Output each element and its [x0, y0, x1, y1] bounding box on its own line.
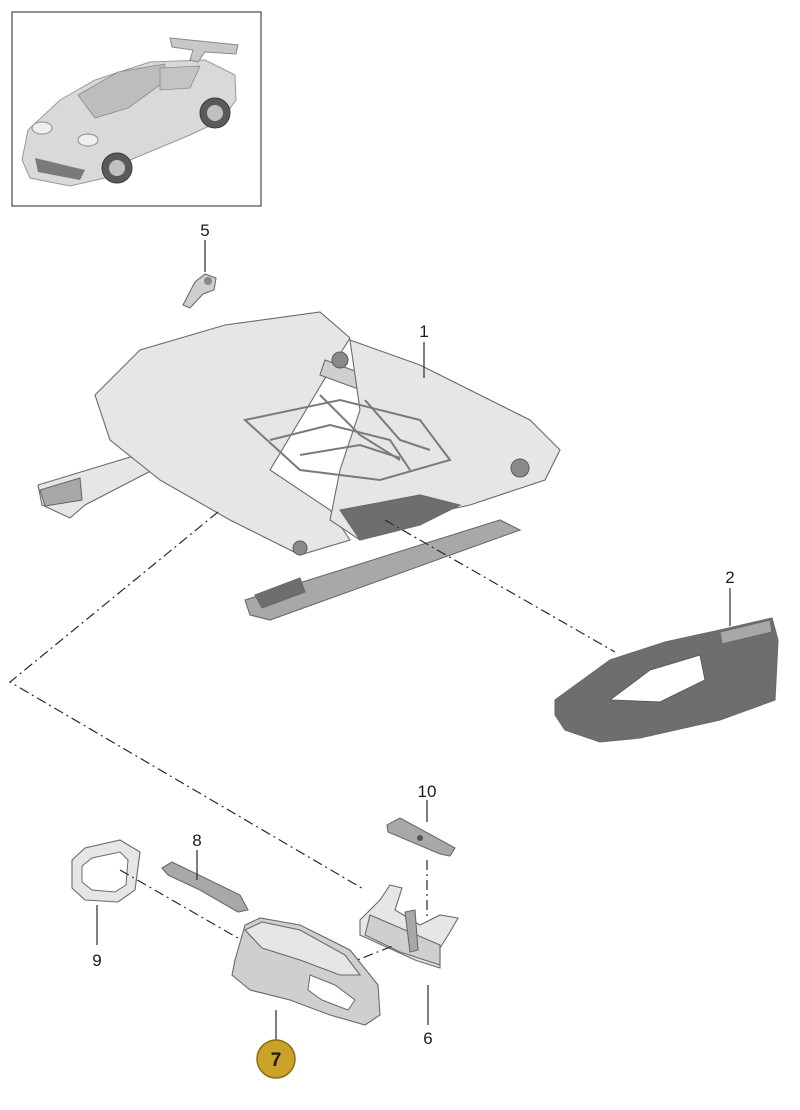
part-5-bracket[interactable] [182, 273, 217, 309]
callout-1[interactable]: 1 [419, 322, 428, 341]
selected-part-marker[interactable]: 7 [256, 1039, 296, 1079]
sports-car-icon [21, 37, 239, 187]
part-10-plate[interactable] [386, 817, 456, 857]
vehicle-thumbnail[interactable] [11, 11, 262, 207]
part-7-cover[interactable] [231, 917, 381, 1026]
part-2-side-trim[interactable] [554, 617, 779, 743]
assembly-line-left [8, 511, 366, 891]
callout-10[interactable]: 10 [418, 782, 437, 801]
callout-6[interactable]: 6 [423, 1029, 432, 1048]
part-9-band[interactable] [71, 839, 141, 903]
part-8-strip[interactable] [161, 861, 249, 913]
assembly-line-right [384, 519, 616, 653]
callout-9[interactable]: 9 [92, 951, 101, 970]
callout-7: 7 [271, 1050, 282, 1071]
callout-5[interactable]: 5 [200, 221, 209, 240]
assembly-line-9-7 [119, 869, 251, 946]
part-1-seat-frame[interactable] [37, 311, 561, 621]
circle-callout-icon [256, 1039, 296, 1079]
callout-2[interactable]: 2 [725, 568, 734, 587]
callout-8[interactable]: 8 [192, 831, 201, 850]
part-6-mount-bracket[interactable] [359, 884, 459, 969]
